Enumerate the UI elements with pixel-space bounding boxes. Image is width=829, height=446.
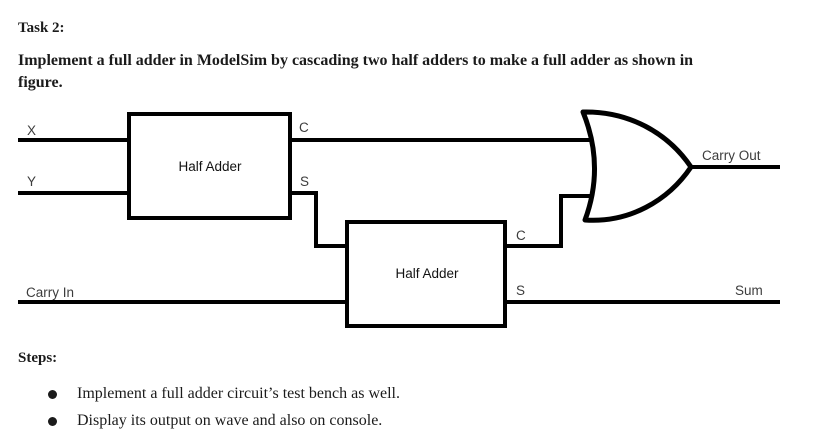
label-ha2-s: S — [516, 283, 525, 298]
ha1-sum-wire — [288, 191, 350, 248]
steps-heading: Steps: — [18, 350, 58, 366]
bullet-icon — [48, 390, 57, 399]
label-ha2-c: C — [516, 228, 526, 243]
bullet-text: Implement a full adder circuit’s test be… — [77, 385, 400, 402]
label-sum: Sum — [735, 283, 763, 298]
label-ha1-s: S — [300, 174, 309, 189]
half-adder-1-box — [127, 112, 292, 220]
task-heading: Task 2: — [18, 20, 65, 36]
label-y: Y — [27, 174, 36, 189]
or-gate — [580, 109, 694, 223]
ha2-carry-wire — [502, 194, 600, 248]
list-item: Display its output on wave and also on c… — [0, 411, 400, 431]
intro-paragraph: Implement a full adder in ModelSim by ca… — [18, 52, 694, 91]
half-adder-2-label: Half Adder — [395, 266, 459, 281]
label-carry-in: Carry In — [26, 285, 74, 300]
half-adder-1-label: Half Adder — [178, 159, 242, 174]
label-x: X — [27, 123, 36, 138]
list-item: Implement a full adder circuit’s test be… — [0, 384, 400, 404]
bullet-text: Display its output on wave and also on c… — [77, 412, 383, 429]
label-ha1-c: C — [299, 120, 309, 135]
label-carry-out: Carry Out — [702, 148, 761, 163]
half-adder-2-box — [345, 220, 507, 328]
steps-list: Implement a full adder circuit’s test be… — [0, 384, 400, 438]
bullet-icon — [48, 417, 57, 426]
